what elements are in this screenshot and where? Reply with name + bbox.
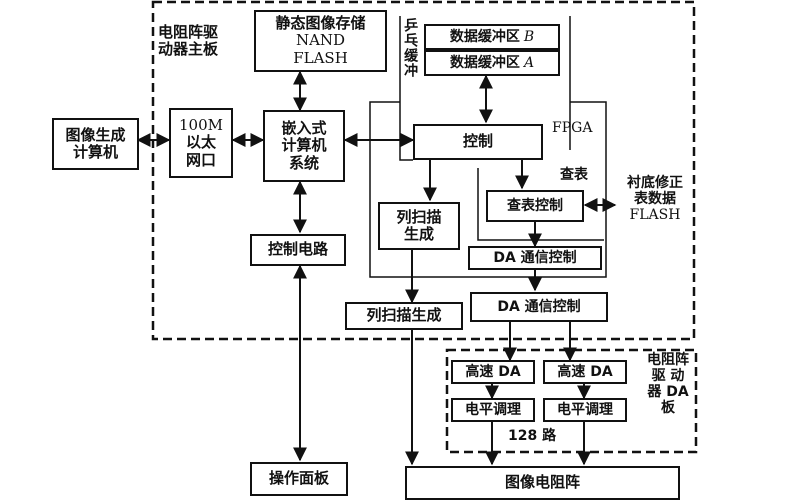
colscan-outer-label: 列扫描生成 <box>366 306 442 325</box>
level-adjust-1-box: 电平调理 <box>451 398 535 422</box>
resistor-array-label: 图像电阻阵 <box>504 473 580 492</box>
fpga-label: FPGA <box>552 120 593 136</box>
da-board-label: 电阻阵 驱 动 器 DA 板 <box>640 352 696 416</box>
nand-line1: 静态图像存储 <box>275 14 366 33</box>
control-circuit-label: 控制电路 <box>267 240 328 259</box>
hs-da-2-label: 高速 DA <box>557 363 613 380</box>
nand-line3: FLASH <box>293 48 348 67</box>
buffer-b-text: 数据缓冲区 <box>449 28 520 45</box>
substrate-flash-line1: 衬底修正 <box>627 174 683 191</box>
lookup-control-label: 查表控制 <box>507 197 563 214</box>
colscan-outer-box: 列扫描生成 <box>345 302 463 330</box>
driver-board-boundary <box>151 0 696 341</box>
fpga-boundary <box>369 101 607 278</box>
hs-da-1-box: 高速 DA <box>451 360 535 384</box>
driver-board-label-line2: 动器主板 <box>158 40 219 59</box>
image-pc-box: 图像生成 计算机 <box>52 118 139 170</box>
pingpong-bracket <box>399 16 413 161</box>
lookup-table-frame <box>477 168 604 241</box>
embedded-line2: 计算机 <box>281 136 327 155</box>
buffer-b-letter: B <box>523 28 535 45</box>
da-board-label-line1: 电阻阵 <box>647 352 689 368</box>
resistor-array-box: 图像电阻阵 <box>405 466 680 500</box>
hs-da-2-box: 高速 DA <box>543 360 627 384</box>
dacomm-inner-box: DA 通信控制 <box>468 246 602 270</box>
dacomm-inner-label: DA 通信控制 <box>493 249 577 266</box>
level-adjust-1-label: 电平调理 <box>465 401 521 418</box>
level-adjust-2-box: 电平调理 <box>543 398 627 422</box>
dacomm-outer-label: DA 通信控制 <box>497 298 581 315</box>
embedded-line1: 嵌入式 <box>281 119 327 138</box>
embedded-system-box: 嵌入式 计算机 系统 <box>263 110 345 182</box>
da-board-label-line4: 板 <box>661 400 675 417</box>
ethernet-line1: 100M <box>179 116 223 135</box>
driver-board-label: 电阻阵驱 动器主板 <box>158 23 219 59</box>
colscan-inner-box: 列扫描 生成 <box>378 202 460 250</box>
hs-da-1-label: 高速 DA <box>465 363 521 380</box>
image-pc-line1: 图像生成 <box>65 125 126 144</box>
driver-board-label-line1: 电阻阵驱 <box>158 23 219 41</box>
operation-panel-label: 操作面板 <box>268 469 329 488</box>
level-adjust-2-label: 电平调理 <box>557 401 613 418</box>
control-label: 控制 <box>462 132 493 151</box>
ethernet-line2: 以太 <box>185 133 216 152</box>
control-circuit-box: 控制电路 <box>250 234 346 266</box>
da-board-label-line2: 驱 动 <box>651 368 685 385</box>
buffer-b-box: 数据缓冲区 B <box>424 24 560 50</box>
substrate-flash-box: 衬底修正 表数据 FLASH <box>615 164 695 234</box>
lookup-control-box: 查表控制 <box>486 190 584 222</box>
ethernet-line3: 网口 <box>185 150 216 169</box>
substrate-flash-line3: FLASH <box>629 207 681 224</box>
da-board-label-line3: 器 DA <box>647 384 689 401</box>
dacomm-outer-box: DA 通信控制 <box>470 292 608 322</box>
buffer-a-box: 数据缓冲区 A <box>424 50 560 76</box>
embedded-line3: 系统 <box>288 153 319 172</box>
lookup-table-label: 查表 <box>560 167 588 183</box>
ethernet-box: 100M 以太 网口 <box>169 108 233 178</box>
buffer-a-letter: A <box>523 54 535 71</box>
operation-panel-box: 操作面板 <box>250 462 348 496</box>
nand-line2: NAND <box>295 31 346 50</box>
nand-flash-box: 静态图像存储 NAND FLASH <box>254 10 387 72</box>
image-pc-line2: 计算机 <box>72 143 118 161</box>
buffer-a-text: 数据缓冲区 <box>449 54 520 71</box>
substrate-flash-line2: 表数据 <box>634 190 676 207</box>
control-box: 控制 <box>413 124 543 160</box>
pingpong-label: 乒乓缓冲 <box>402 18 419 78</box>
channels-label: 128 路 <box>508 428 557 444</box>
da-board-boundary <box>445 348 698 454</box>
colscan-inner-line2: 生成 <box>403 225 434 243</box>
colscan-inner-line1: 列扫描 <box>396 207 442 226</box>
